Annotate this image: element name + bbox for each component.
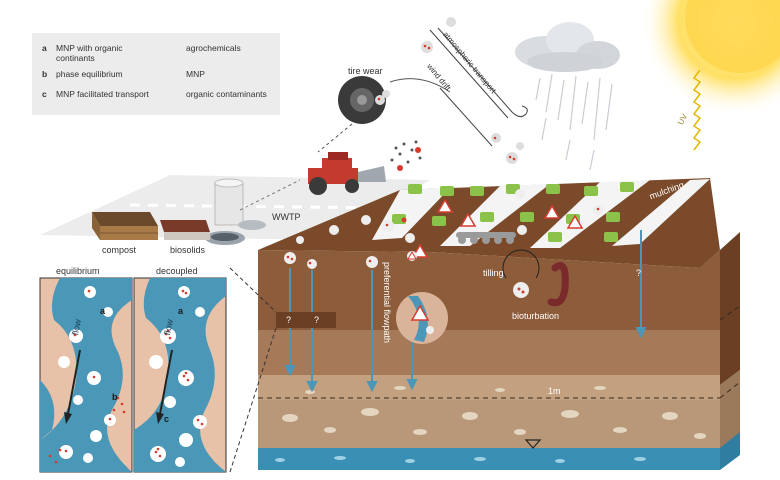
legend-text-a2: continants — [56, 53, 95, 63]
label-question-2: ? — [314, 315, 320, 325]
rain-lines — [535, 73, 613, 171]
label-one-meter: 1m — [548, 386, 561, 396]
label-tilling: tilling — [483, 268, 504, 278]
legend-key-a: a — [42, 43, 47, 53]
subsurface-mnp-particles — [284, 250, 417, 269]
wwtp-tank-icon — [205, 178, 266, 245]
legend-text-b: phase equilibrium — [56, 69, 123, 79]
compost-box-icon — [92, 212, 158, 240]
inset-title-decoupled: decoupled — [156, 266, 198, 276]
cloud-icon — [515, 22, 620, 72]
tractor-icon — [308, 152, 386, 195]
air-particles — [421, 17, 524, 164]
biosolids-tray-icon — [160, 220, 210, 240]
label-preferential-flowpath: preferential flowpath — [382, 262, 392, 344]
label-question-1: ? — [286, 315, 292, 325]
legend-text-agrochemicals: agrochemicals — [186, 43, 241, 53]
uv-ray — [692, 69, 702, 151]
legend-text-mnp: MNP — [186, 69, 205, 79]
inset-letter-a-equilibrium: a — [100, 306, 106, 316]
inset-letter-c-decoupled: c — [164, 414, 170, 424]
inset-title-equilibrium: equilibrium — [56, 266, 100, 276]
legend-key-b: b — [42, 69, 48, 79]
gravel-stones — [282, 386, 706, 439]
inset-equilibrium — [39, 277, 133, 473]
atmospheric-transport-arrow — [429, 27, 528, 119]
legend-text-c: MNP facilitated transport — [56, 89, 149, 99]
label-tire-wear: tire wear — [348, 66, 383, 76]
inset-letter-b-equilibrium: b — [112, 392, 118, 402]
water-table-icon — [524, 439, 542, 449]
label-compost: compost — [102, 245, 137, 255]
inset-decoupled — [133, 277, 227, 473]
surface-mnp-particles — [296, 189, 603, 244]
label-biosolids: biosolids — [170, 245, 206, 255]
groundwater-stones — [275, 456, 646, 463]
earthworm-icon — [547, 262, 569, 307]
inset-letter-a-decoupled: a — [178, 306, 184, 316]
infiltration-arrows — [284, 230, 647, 393]
wind-drift-arrow — [439, 87, 493, 147]
legend: a MNP with organic continants b phase eq… — [32, 33, 280, 115]
legend-text-a1: MNP with organic — [56, 43, 123, 53]
label-question-3: ? — [636, 268, 642, 278]
label-bioturbation: bioturbation — [512, 311, 560, 321]
tilling-rake-icon — [456, 232, 516, 244]
question-box — [276, 312, 336, 328]
legend-text-organic: organic contaminants — [186, 89, 267, 99]
label-wwtp: WWTP — [272, 212, 301, 222]
legend-key-c: c — [42, 89, 47, 99]
sprayed-particles — [390, 140, 422, 164]
